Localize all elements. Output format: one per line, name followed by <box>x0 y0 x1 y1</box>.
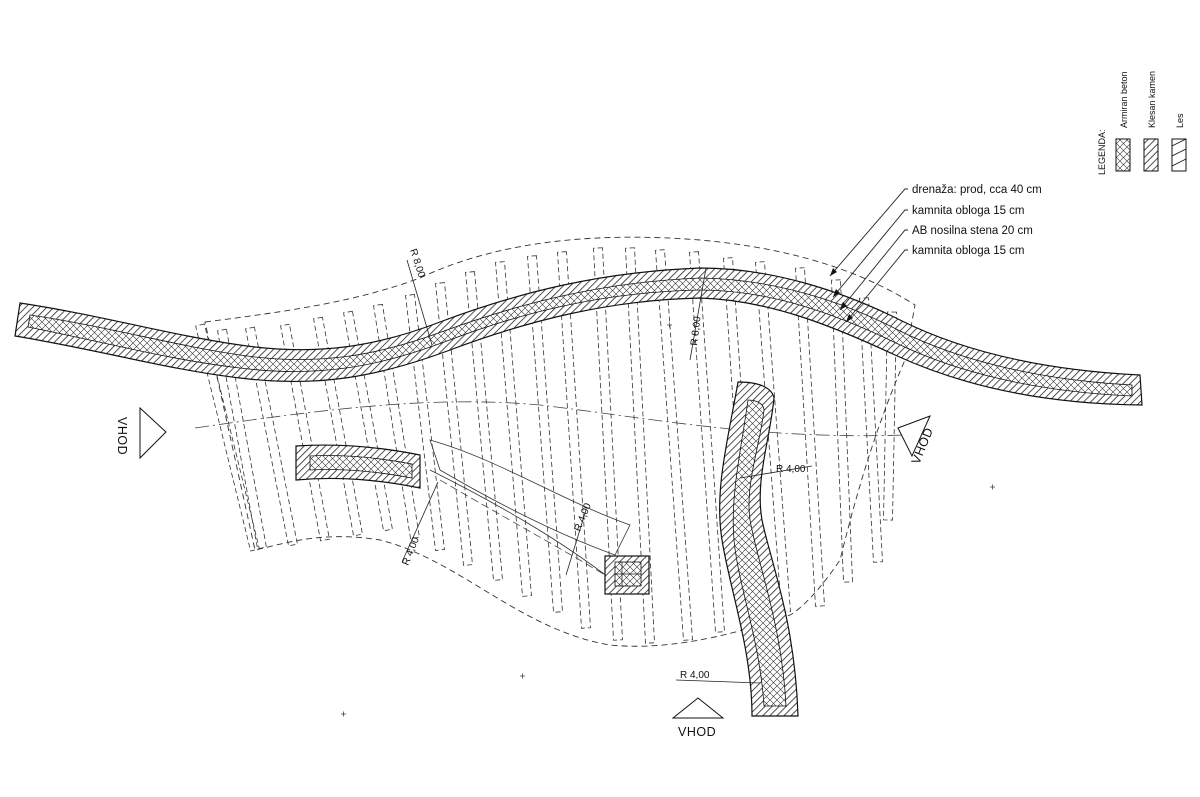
wood-plank <box>859 297 883 563</box>
wood-plank <box>557 251 591 629</box>
wood-plank <box>689 251 725 633</box>
entrance-bottom: VHOD <box>671 697 725 739</box>
entrance-left: VHOD <box>115 406 167 460</box>
radius-lines <box>401 259 813 684</box>
right-serpentine-wall <box>719 381 799 717</box>
wood-plank <box>405 294 445 551</box>
wall-left-bench <box>295 444 421 489</box>
dim-r8-mid: R 8,00 <box>689 315 704 346</box>
wood-plank <box>495 261 532 597</box>
entrance-right: VHOD <box>897 415 936 466</box>
callout-drainage: drenaža: prod, cca 40 cm <box>912 184 1042 196</box>
wood-plank <box>795 267 825 607</box>
callout-stone-cladding-2: kamnita obloga 15 cm <box>912 245 1025 257</box>
wood-plank <box>883 311 897 521</box>
dim-r8-top: R 8,00 <box>407 248 427 280</box>
wood-plank <box>625 247 655 644</box>
svg-text:VHOD: VHOD <box>115 417 129 455</box>
legend-swatch-carved-stone <box>1143 138 1159 172</box>
dim-r4-left: R 4,00 <box>401 535 422 567</box>
wood-plank <box>195 323 260 552</box>
deck-outline <box>204 236 916 647</box>
wood-plank <box>655 249 693 641</box>
dim-r4-right: R 4,00 <box>776 464 806 475</box>
legend-label-carved-stone: Klesan kamen <box>1147 71 1157 128</box>
wood-plank <box>435 282 473 566</box>
wood-plank <box>217 328 267 550</box>
legend-swatch-reinforced-concrete <box>1115 138 1131 172</box>
wood-plank <box>245 326 298 547</box>
axis-line <box>194 401 906 437</box>
stone-block <box>604 555 650 595</box>
wood-plank <box>593 247 623 641</box>
dim-r4-center: R 4,00 <box>573 501 594 533</box>
main-serpentine-wall <box>14 267 1143 406</box>
legend-label-reinforced-concrete: Armiran beton <box>1119 71 1129 128</box>
ramp-outline <box>429 439 631 581</box>
callout-rc-wall: AB nosilna stena 20 cm <box>912 225 1033 237</box>
svg-text:VHOD: VHOD <box>678 725 716 739</box>
wood-plank <box>280 323 330 542</box>
wood-plank <box>831 279 853 583</box>
legend-swatch-wood <box>1171 138 1187 172</box>
legend-label-wood: Les <box>1175 113 1185 128</box>
survey-crosses <box>341 322 995 717</box>
dim-r4-bottom: R 4,00 <box>680 670 710 681</box>
legend-title: LEGENDA: <box>1097 129 1107 175</box>
legend: LEGENDA: Armiran beton Klesan kamen Les <box>1097 71 1187 175</box>
callout-stone-cladding-1: kamnita obloga 15 cm <box>912 205 1025 217</box>
callout-leaders <box>829 188 908 323</box>
